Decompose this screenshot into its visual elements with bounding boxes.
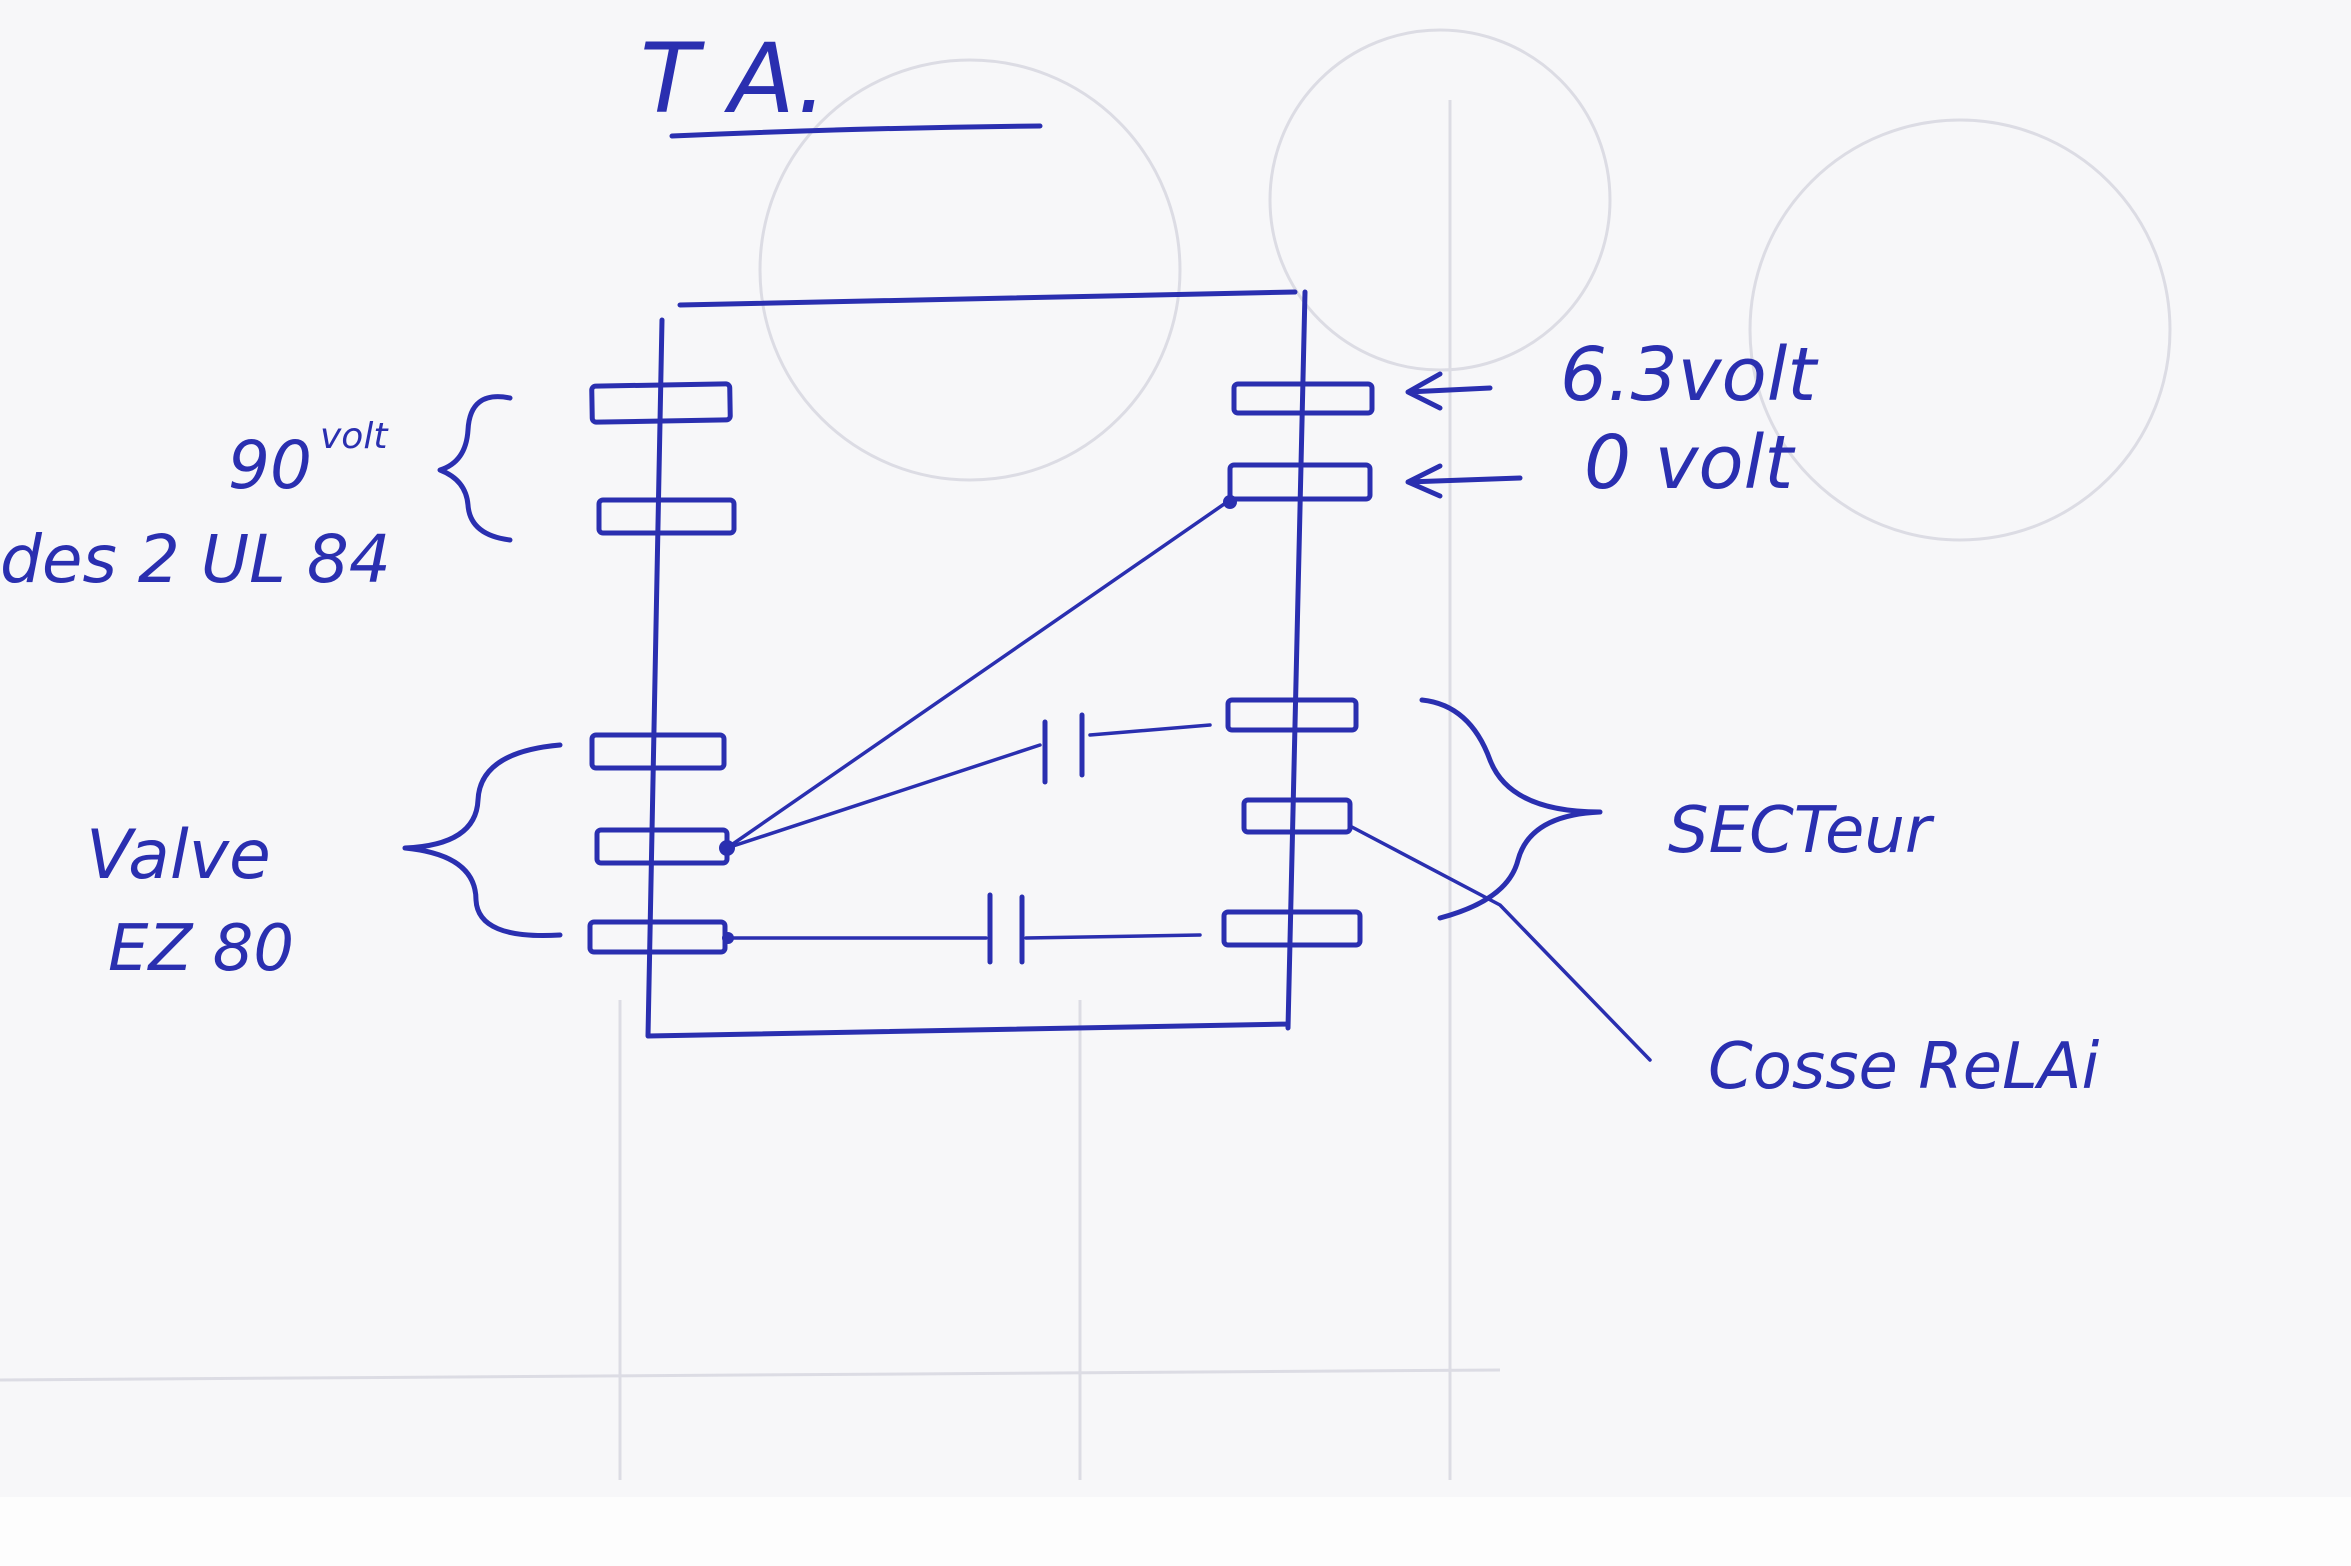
ghost-row-line xyxy=(0,1368,1501,1382)
brace-90v xyxy=(437,394,513,543)
ghost-tube-socket-middle xyxy=(1268,28,1612,372)
terminal-left-90v-2 xyxy=(596,497,737,536)
pointer-cosse-relai xyxy=(1348,824,1652,1062)
label-0-volt: 0 volt xyxy=(1584,420,1796,506)
terminal-right-relay xyxy=(1241,797,1353,835)
wire-valve-to-0v xyxy=(725,498,1232,850)
wiring xyxy=(719,495,1237,965)
solder-joint-0v xyxy=(1223,495,1237,509)
terminal-left-valve-2 xyxy=(594,827,730,866)
label-ez80: EZ 80 xyxy=(108,912,294,986)
terminal-left-valve-1 xyxy=(589,732,727,771)
brace-valve xyxy=(402,742,563,939)
ghost-tube-socket-right xyxy=(1748,118,2172,542)
title-underline xyxy=(669,123,1043,139)
transformer-outline xyxy=(645,289,1308,1039)
left-terminals xyxy=(587,381,737,955)
label-90: 90 xyxy=(228,427,312,504)
label-6-3-volt: 6.3volt xyxy=(1560,332,1819,418)
terminal-left-valve-3 xyxy=(587,919,728,955)
wire-valve-to-mains-2 xyxy=(723,933,1202,940)
diagram-title: T A. xyxy=(640,23,1043,139)
transformer-body xyxy=(645,289,1308,1039)
terminal-right-6-3v xyxy=(1231,381,1375,416)
arrow-6-3v xyxy=(1405,371,1493,411)
label-volt-superscript: volt xyxy=(320,416,389,457)
title-text: T A. xyxy=(640,23,827,135)
terminal-right-mains-2 xyxy=(1221,909,1363,948)
paper-bottom-margin xyxy=(0,1497,2351,1566)
label-secteur: SECTeur xyxy=(1668,794,1935,868)
arrow-0v xyxy=(1405,463,1523,499)
right-terminals xyxy=(1221,381,1375,948)
wire-valve-to-mains-1 xyxy=(725,723,1212,850)
label-valve: Valve xyxy=(86,816,271,895)
right-annotations: 6.3volt 0 volt SECTeur Cosse ReLAi xyxy=(1348,332,2100,1104)
label-cosse-relai: Cosse ReLAi xyxy=(1708,1030,2100,1104)
show-through-marks xyxy=(0,28,2172,1480)
left-annotations: 90 volt des 2 UL 84 Valve EZ 80 xyxy=(0,394,563,986)
terminal-right-0v xyxy=(1227,462,1373,502)
solder-joint-valve-2 xyxy=(722,932,734,944)
ghost-tube-socket-left xyxy=(758,58,1182,482)
terminal-right-mains-1 xyxy=(1225,697,1359,733)
brace-secteur xyxy=(1419,697,1603,921)
terminal-left-90v-1 xyxy=(589,381,733,425)
label-anodes-ul84: des 2 UL 84 xyxy=(0,521,391,598)
